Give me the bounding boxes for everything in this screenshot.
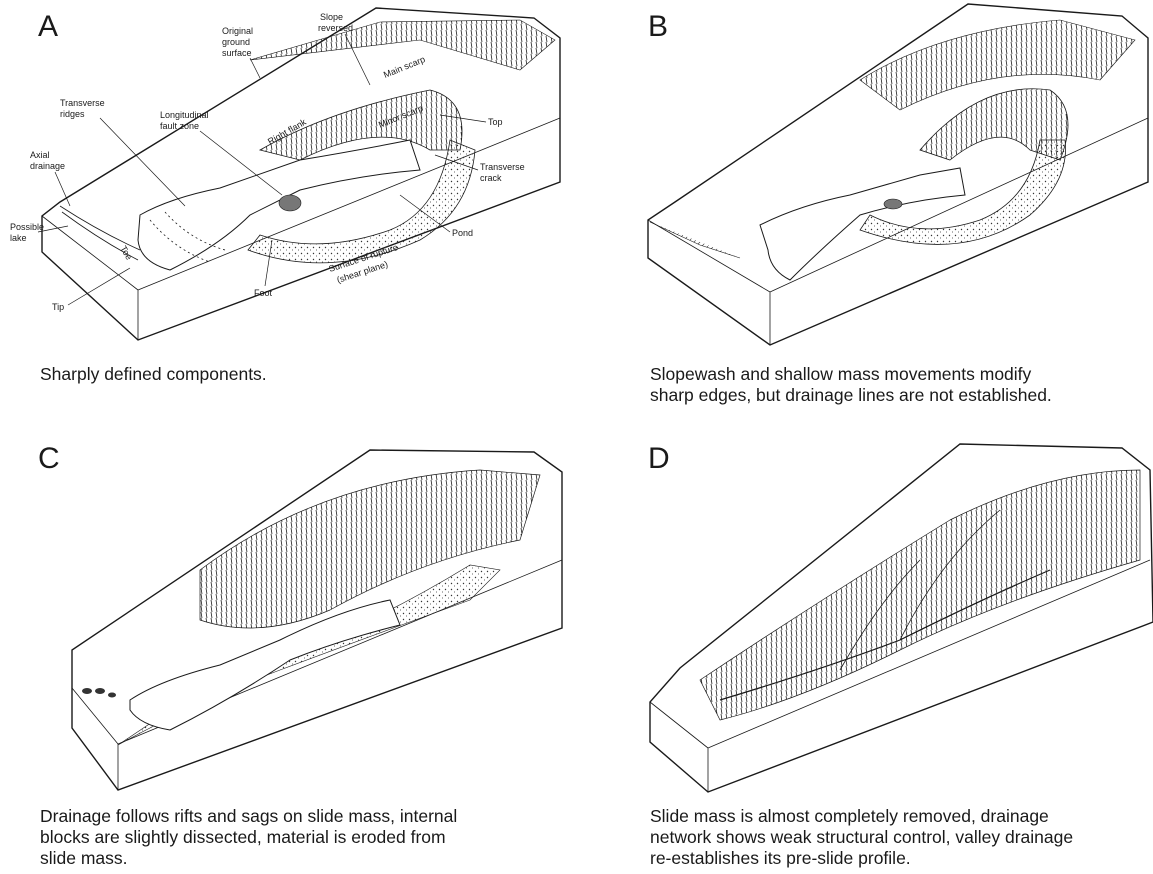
- label-pond: Pond: [452, 228, 473, 238]
- label-possible-lake-2: lake: [10, 233, 27, 243]
- block-diagram-d: [650, 444, 1153, 792]
- label-tip: Tip: [52, 302, 64, 312]
- label-original-ground-surface-2: ground: [222, 37, 250, 47]
- label-longitudinal-fault-zone-1: Longitudinal: [160, 110, 209, 120]
- label-transverse-ridges-1: Transverse: [60, 98, 105, 108]
- label-transverse-crack-2: crack: [480, 173, 502, 183]
- label-slope-reversed-2: reversed: [318, 23, 353, 33]
- block-diagram-b: [648, 4, 1148, 345]
- label-axial-drainage-2: drainage: [30, 161, 65, 171]
- label-top: Top: [488, 117, 503, 127]
- label-transverse-ridges-2: ridges: [60, 109, 85, 119]
- label-transverse-crack-1: Transverse: [480, 162, 525, 172]
- label-axial-drainage-1: Axial: [30, 150, 50, 160]
- label-original-ground-surface-3: surface: [222, 48, 252, 58]
- label-original-ground-surface-1: Original: [222, 26, 253, 36]
- label-slope-reversed-1: Slope: [320, 12, 343, 22]
- block-diagram-c: [72, 450, 562, 790]
- label-longitudinal-fault-zone-2: fault zone: [160, 121, 199, 131]
- label-possible-lake-1: Possible: [10, 222, 44, 232]
- label-foot: Foot: [254, 288, 273, 298]
